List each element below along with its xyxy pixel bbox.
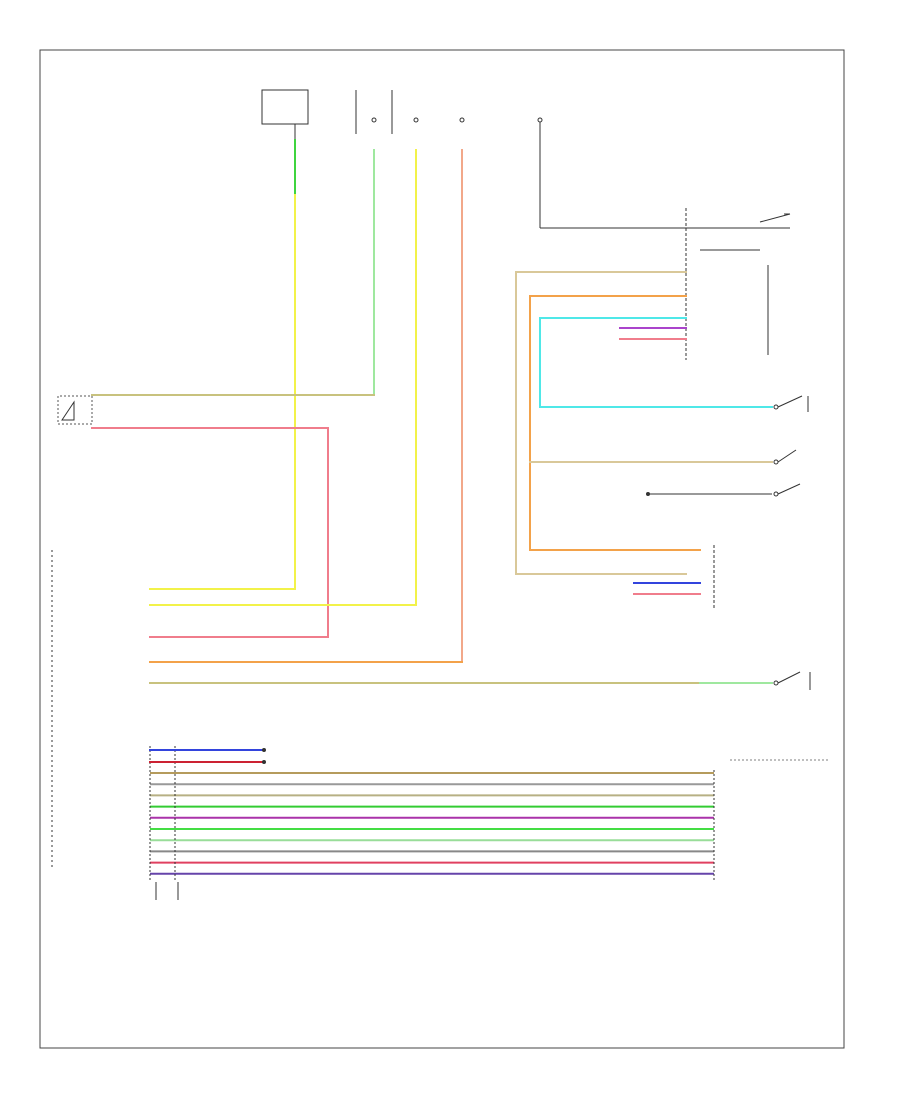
switch-3 — [646, 483, 801, 497]
ground-symbol — [759, 213, 791, 223]
fuse-4 — [537, 117, 543, 140]
wire-tan-loop — [515, 271, 687, 575]
fuse-1 — [261, 89, 309, 140]
diagram-frame — [39, 49, 845, 1049]
switch-4 — [773, 671, 811, 690]
fuse-2 — [355, 90, 419, 134]
fuse-3 — [459, 117, 465, 123]
switch-1 — [773, 395, 809, 412]
wire-pink-loop — [91, 427, 329, 638]
top-fuses — [261, 89, 543, 140]
wire-cyan — [539, 317, 773, 408]
bus-rows — [150, 772, 714, 875]
wire-orange-loop — [529, 295, 701, 551]
left-component — [57, 395, 93, 425]
switch-2 — [773, 449, 797, 465]
